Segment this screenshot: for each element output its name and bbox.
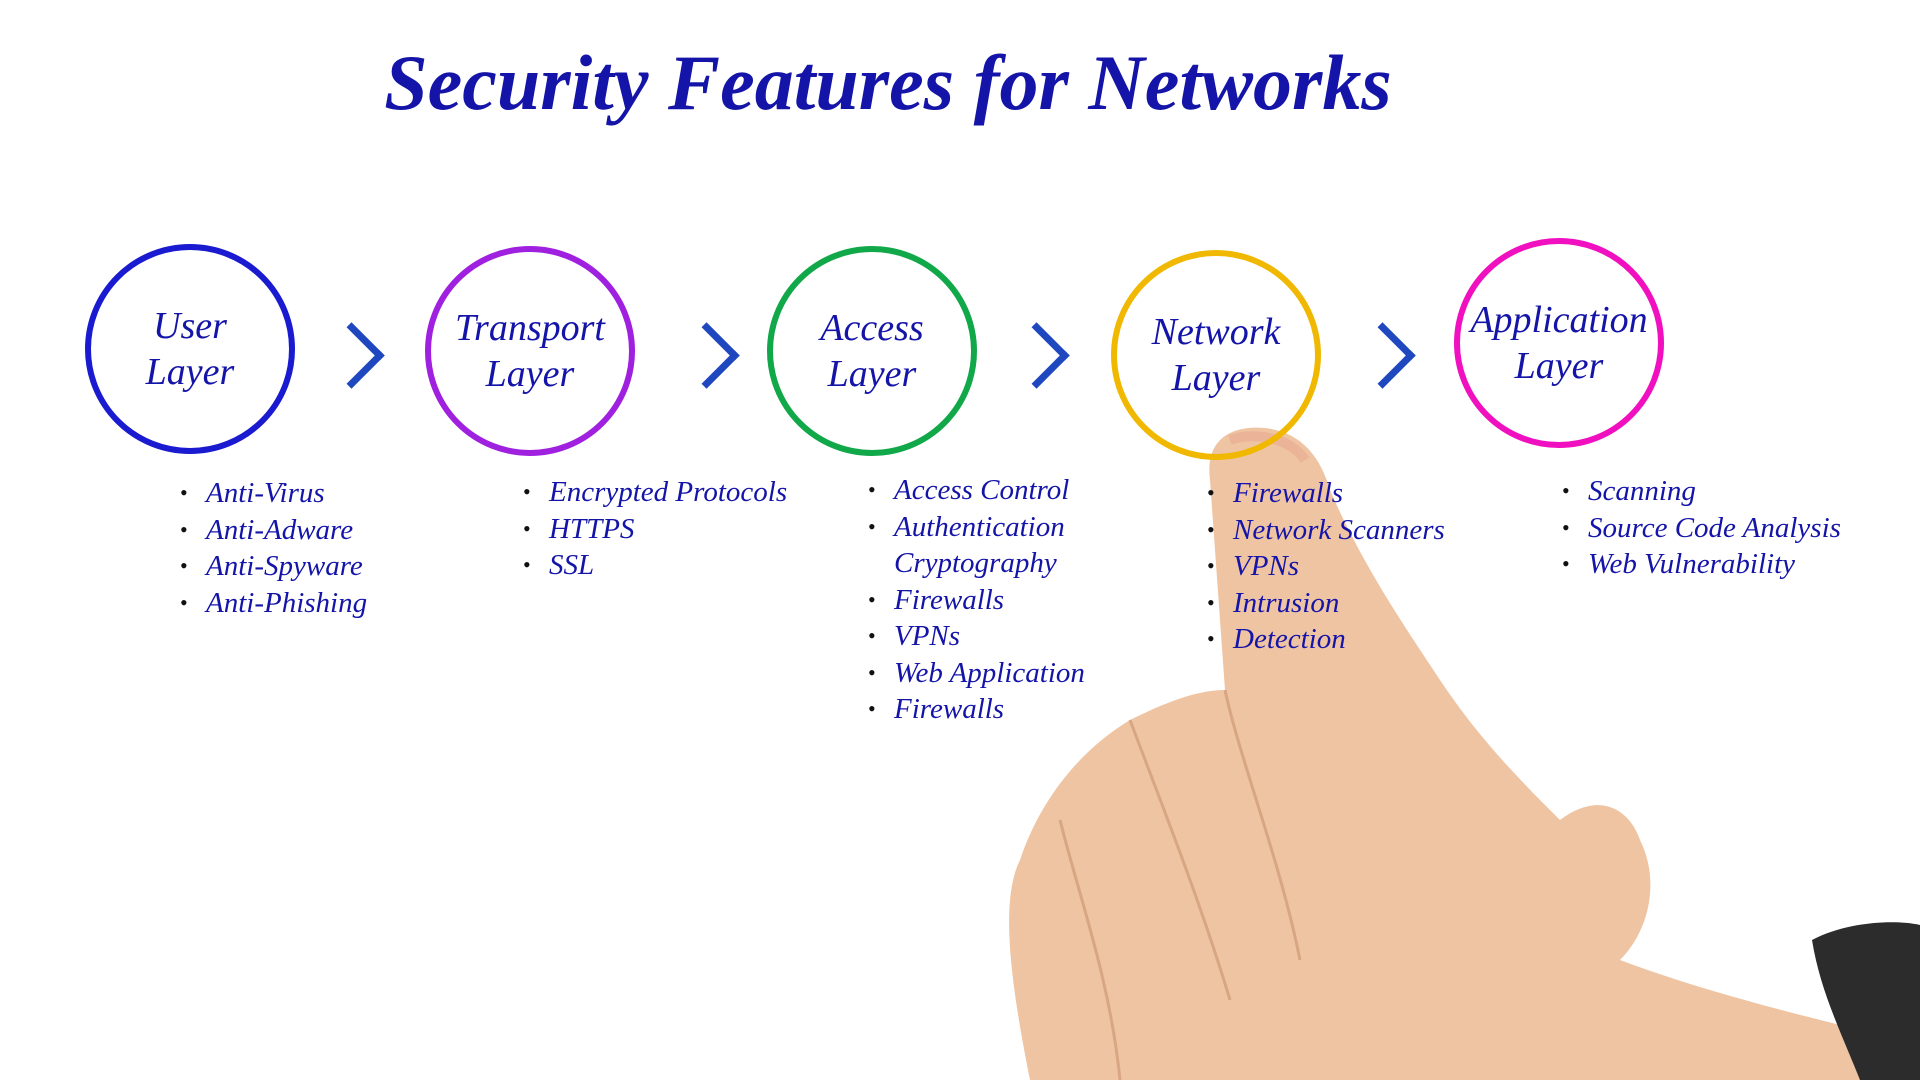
list-item-text: Intrusion [1233, 586, 1340, 619]
list-item-text: Source Code Analysis [1588, 511, 1841, 544]
layer-label-line1: Transport [455, 307, 605, 349]
list-item-text: Access Control [894, 474, 1070, 506]
layer-label-line1: Network [1151, 311, 1281, 353]
list-item: • SSL [523, 547, 787, 584]
feature-list-network: • Firewalls • Network Scanners • VPNs • Intrusi… [1207, 475, 1445, 658]
feature-list-transport: • Encrypted Protocols • HTTPS • SSL [523, 474, 788, 584]
page-title: Security Features for Networks [384, 39, 1392, 126]
layer-label-line2: Layer [827, 353, 917, 395]
list-item-text: HTTPS [549, 512, 635, 545]
list-item: • Authentication [868, 509, 1085, 546]
bullet-icon: • [1562, 551, 1570, 576]
bullet-icon: • [1207, 516, 1215, 542]
layer-label-line1: Application [1470, 299, 1648, 341]
layer-label-line2: Layer [1171, 357, 1261, 399]
list-item: • Source Code Analysis [1562, 510, 1841, 547]
list-item-text: Firewalls [1233, 477, 1344, 509]
list-item-text: Network Scanners [1233, 513, 1445, 546]
bullet-icon: • [868, 623, 876, 648]
bullet-icon: • [868, 477, 876, 502]
layer-label-line2: Layer [485, 353, 575, 395]
list-item: • Intrusion [1207, 585, 1445, 622]
list-item: • Scanning [1562, 473, 1841, 510]
list-item: • Access Control [868, 472, 1085, 509]
layer-label-line2: Layer [145, 351, 235, 393]
list-item: • Anti-Spyware [180, 548, 367, 585]
bullet-icon: • [523, 552, 531, 577]
list-item: • Firewalls [1207, 475, 1445, 512]
bullet-icon: • [868, 696, 876, 721]
bullet-icon: • [1207, 553, 1215, 578]
list-item: • Encrypted Protocols [523, 474, 788, 511]
list-item: • Firewalls [868, 691, 1085, 728]
layer-label-line1: Access [820, 307, 924, 349]
list-item-text: Anti-Phishing [206, 586, 368, 619]
list-item: • Network Scanners [1207, 512, 1445, 549]
list-item: • VPNs [1207, 548, 1445, 585]
bullet-icon: • [523, 515, 531, 541]
list-item-text: Detection [1233, 623, 1346, 655]
list-item-text: SSL [549, 549, 595, 581]
list-item: • Anti-Adware [180, 512, 367, 549]
list-item-text: Anti-Virus [206, 477, 325, 509]
list-item-text: VPNs [894, 620, 961, 652]
list-item-text: Web Application [894, 656, 1085, 689]
bullet-icon: • [1207, 589, 1215, 615]
bullet-icon: • [1562, 514, 1570, 540]
list-item: • VPNs [868, 618, 1085, 655]
list-item: • Web Vulnerability [1562, 546, 1841, 583]
list-item: • Anti-Phishing [180, 585, 368, 622]
list-item-text: Anti-Adware [206, 513, 354, 546]
bullet-icon: • [868, 659, 876, 685]
feature-list-user: • Anti-Virus • Anti-Adware • Anti-Spyware • Ant… [180, 475, 368, 622]
list-item-text: Firewalls [894, 583, 1005, 616]
bullet-icon: • [868, 513, 876, 539]
list-item-text: VPNs [1233, 550, 1300, 582]
list-item: Cryptography [894, 545, 1085, 582]
bullet-icon: • [180, 480, 188, 505]
list-item: • Detection [1207, 621, 1445, 658]
list-item-text: Scanning [1588, 475, 1696, 507]
bullet-icon: • [180, 553, 188, 578]
list-item-text: Authentication [894, 510, 1065, 543]
bullet-icon: • [180, 516, 188, 542]
list-item: • HTTPS [523, 511, 787, 548]
layer-label-line2: Layer [1514, 345, 1604, 387]
bullet-icon: • [868, 586, 876, 612]
bullet-icon: • [1207, 480, 1215, 505]
list-item-text: Anti-Spyware [206, 550, 363, 582]
bullet-icon: • [1207, 626, 1215, 651]
list-item: • Web Application [868, 655, 1085, 692]
list-item: • Firewalls [868, 582, 1085, 619]
list-item-text: Firewalls [894, 693, 1005, 725]
list-item-text: Encrypted Protocols [549, 476, 788, 508]
bullet-icon: • [1562, 478, 1570, 503]
bullet-icon: • [523, 479, 531, 504]
list-item-text: Web Vulnerability [1588, 548, 1795, 580]
list-item-text: Cryptography [894, 547, 1057, 579]
feature-list-application: • Scanning • Source Code Analysis • Web Vulne… [1562, 473, 1841, 583]
list-item: • Anti-Virus [180, 475, 367, 512]
bullet-icon: • [180, 589, 188, 615]
layer-label-line1: User [153, 305, 227, 347]
